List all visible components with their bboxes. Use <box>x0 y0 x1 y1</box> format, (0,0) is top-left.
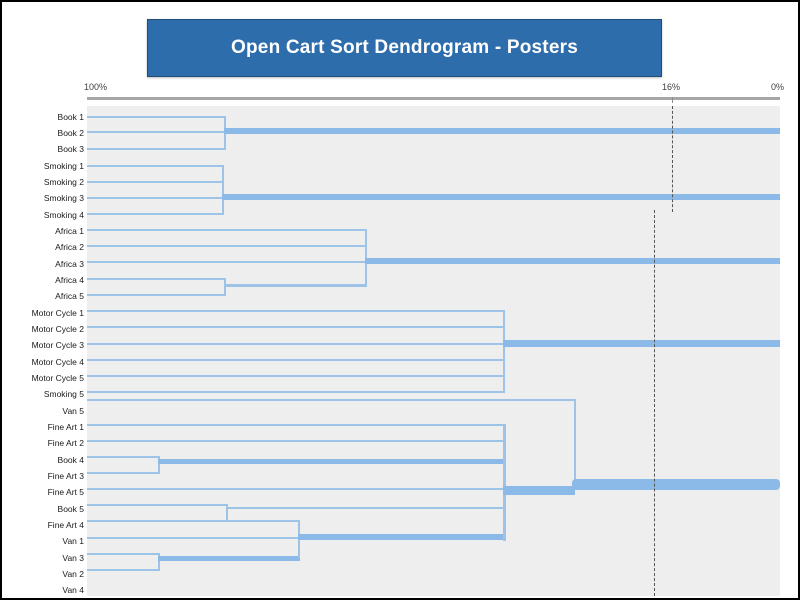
branch-leaf-book-3 <box>87 148 226 150</box>
branch-leaf-van-1 <box>87 520 300 522</box>
leaf-label: Fine Art 2 <box>47 438 84 449</box>
trunk-smoking <box>222 194 780 200</box>
branch-leaf-smoking-4 <box>87 213 224 215</box>
cut-line-upper <box>672 106 673 212</box>
trunk-books <box>224 128 780 134</box>
leaf-label: Book 4 <box>57 454 84 465</box>
axis-label-mid: 16% <box>662 82 681 92</box>
branch-leaf-smoking-5 <box>87 391 505 393</box>
branch-leaf-africa-3 <box>87 261 367 263</box>
branch-leaf-motor-cycle-1 <box>87 310 505 312</box>
leaf-label: Van 4 <box>62 585 84 596</box>
trunk-vans <box>298 534 505 540</box>
leaf-label: Smoking 5 <box>43 389 84 400</box>
branch-leaf-van-5 <box>87 399 576 401</box>
trunk-africa <box>365 258 780 264</box>
branch-leaf-africa-5 <box>87 294 226 296</box>
branch-leaf-motor-cycle-3 <box>87 343 505 345</box>
branch-join-smoking <box>222 165 224 214</box>
stem-book4-fineart3 <box>158 459 505 464</box>
leaf-label: Africa 4 <box>55 274 84 285</box>
branch-leaf-fine-art-1 <box>87 424 505 426</box>
leaf-label: Van 2 <box>62 568 84 579</box>
slide-title-bar: Open Cart Sort Dendrogram - Posters <box>147 19 662 77</box>
leaf-label: Van 1 <box>62 536 84 547</box>
leaf-label: Africa 1 <box>55 225 84 236</box>
leaf-label: Motor Cycle 4 <box>31 356 84 367</box>
branch-leaf-smoking-1 <box>87 165 224 167</box>
leaf-label: Book 3 <box>57 144 84 155</box>
leaf-label: Motor Cycle 3 <box>31 340 84 351</box>
leaf-label: Fine Art 3 <box>47 470 84 481</box>
axis-tick-16 <box>672 97 673 103</box>
branch-leaf-motor-cycle-5 <box>87 375 505 377</box>
leaf-label: Van 5 <box>62 405 84 416</box>
branch-join-fineart-vans <box>503 424 506 541</box>
branch-join-book4-fineart3 <box>158 456 160 473</box>
branch-join-book5-fineart4 <box>226 504 228 521</box>
leaf-label: Fine Art 5 <box>47 487 84 498</box>
cut-line-lower <box>654 210 655 596</box>
leaf-label: Fine Art 1 <box>47 421 84 432</box>
branch-leaf-fine-art-3 <box>87 472 160 474</box>
branch-leaf-van-3 <box>87 537 300 539</box>
leaf-label: Smoking 2 <box>43 176 84 187</box>
axis-line <box>87 97 780 100</box>
leaf-label: Smoking 1 <box>43 160 84 171</box>
branch-leaf-africa-1 <box>87 229 367 231</box>
leaf-label: Smoking 3 <box>43 193 84 204</box>
page-title: Open Cart Sort Dendrogram - Posters <box>231 37 578 58</box>
dendrogram-plot <box>87 106 780 596</box>
branch-leaf-motor-cycle-4 <box>87 359 505 361</box>
leaf-label: Book 1 <box>57 111 84 122</box>
branch-leaf-book-4 <box>87 456 160 458</box>
leaf-label: Book 5 <box>57 503 84 514</box>
branch-leaf-van-4 <box>87 569 160 571</box>
axis-label-right: 0% <box>771 82 785 92</box>
branch-africa-45-stem <box>224 284 367 287</box>
axis-label-left: 100% <box>84 82 108 92</box>
branch-leaf-van-2 <box>87 553 160 555</box>
leaf-label-column: Book 1 Book 2 Book 3 Smoking 1 Smoking 2 Smok… <box>2 106 84 596</box>
trunk-fineart-vans <box>503 486 575 495</box>
branch-join-motor-cycle <box>503 310 505 393</box>
trunk-motor-cycle <box>503 340 780 347</box>
stem-book5-fineart4 <box>226 507 505 509</box>
trunk-root <box>572 479 780 490</box>
branch-leaf-fine-art-2 <box>87 440 505 442</box>
leaf-label: Smoking 4 <box>43 209 84 220</box>
branch-leaf-africa-4 <box>87 278 226 280</box>
leaf-label: Africa 3 <box>55 258 84 269</box>
leaf-label: Van 3 <box>62 552 84 563</box>
leaf-label: Africa 2 <box>55 242 84 253</box>
branch-join-van5 <box>574 399 576 483</box>
branch-leaf-book-5 <box>87 504 228 506</box>
branch-leaf-book-1 <box>87 116 226 118</box>
leaf-label: Motor Cycle 5 <box>31 372 84 383</box>
leaf-label: Fine Art 4 <box>47 519 84 530</box>
branch-join-van2-van4 <box>158 553 160 570</box>
leaf-label: Motor Cycle 1 <box>31 307 84 318</box>
branch-leaf-smoking-2 <box>87 181 224 183</box>
branch-leaf-africa-2 <box>87 245 367 247</box>
branch-leaf-smoking-3 <box>87 197 224 199</box>
leaf-label: Book 2 <box>57 127 84 138</box>
branch-leaf-fine-art-5 <box>87 488 505 490</box>
branch-leaf-motor-cycle-2 <box>87 326 505 328</box>
leaf-label: Africa 5 <box>55 291 84 302</box>
branch-leaf-book-2 <box>87 131 226 133</box>
stem-van2-van4 <box>158 556 300 561</box>
leaf-label: Motor Cycle 2 <box>31 323 84 334</box>
